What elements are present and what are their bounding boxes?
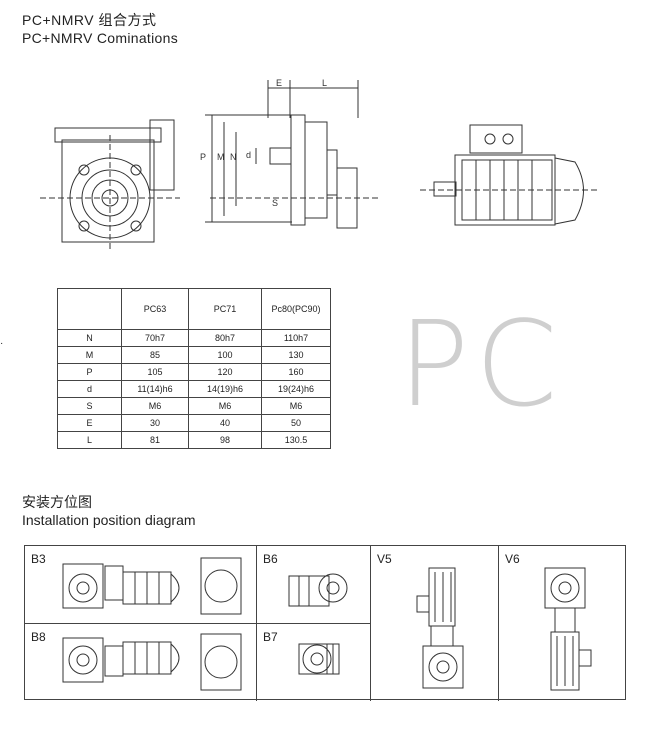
table-cell: 120 bbox=[188, 363, 262, 381]
flange-side-view bbox=[205, 80, 380, 229]
table-cell: 19(24)h6 bbox=[261, 380, 331, 398]
dim-label-m: M bbox=[217, 152, 225, 162]
installation-grid: B3 B6 bbox=[24, 545, 626, 701]
table-cell: 50 bbox=[261, 414, 331, 432]
table-cell: 81 bbox=[121, 431, 189, 449]
position-label-v6: V6 bbox=[505, 552, 520, 566]
gearmotor-v6-icon bbox=[544, 567, 592, 691]
table-cell: d bbox=[57, 380, 122, 398]
position-cell-b6: B6 bbox=[257, 546, 371, 624]
table-cell: M6 bbox=[121, 397, 189, 415]
dim-label-n: N bbox=[230, 152, 237, 162]
table-cell: 130 bbox=[261, 346, 331, 364]
table-row: N 70h7 80h7 110h7 bbox=[57, 329, 331, 347]
position-cell-v6: V6 bbox=[499, 546, 625, 701]
gearbox-front-view bbox=[40, 119, 180, 252]
position-cell-b8: B8 bbox=[25, 624, 257, 701]
installation-title-en: Installation position diagram bbox=[22, 512, 196, 528]
dim-label-d: d bbox=[246, 150, 252, 160]
position-label-b3: B3 bbox=[31, 552, 46, 566]
table-cell: P bbox=[57, 363, 122, 381]
table-header-cell: PC63 bbox=[121, 288, 189, 330]
table-row: d 11(14)h6 14(19)h6 19(24)h6 bbox=[57, 380, 331, 398]
gearmotor-b7-icon bbox=[298, 643, 340, 675]
position-cell-v5: V5 bbox=[371, 546, 499, 701]
table-header-cell: Pc80(PC90) bbox=[261, 288, 331, 330]
table-cell: 30 bbox=[121, 414, 189, 432]
table-row: S M6 M6 M6 bbox=[57, 397, 331, 415]
position-label-v5: V5 bbox=[377, 552, 392, 566]
table-row: P 105 120 160 bbox=[57, 363, 331, 381]
gearmotor-b6-icon bbox=[288, 573, 348, 607]
table-cell: M6 bbox=[261, 397, 331, 415]
table-cell: 100 bbox=[188, 346, 262, 364]
table-cell: 98 bbox=[188, 431, 262, 449]
table-header-cell bbox=[57, 288, 122, 330]
pc-watermark: PC bbox=[398, 295, 564, 433]
table-cell: 105 bbox=[121, 363, 189, 381]
installation-title-cn: 安装方位图 bbox=[22, 494, 92, 510]
dim-label-e: E bbox=[276, 78, 283, 88]
position-label-b8: B8 bbox=[31, 630, 46, 644]
margin-mark: · bbox=[0, 338, 4, 349]
table-cell: 11(14)h6 bbox=[121, 380, 189, 398]
table-cell: M6 bbox=[188, 397, 262, 415]
dim-label-p: P bbox=[200, 152, 207, 162]
position-cell-b3: B3 bbox=[25, 546, 257, 624]
table-cell: N bbox=[57, 329, 122, 347]
table-header-row: PC63 PC71 Pc80(PC90) bbox=[57, 288, 331, 330]
gearmotor-b8-icon bbox=[62, 633, 242, 691]
table-cell: L bbox=[57, 431, 122, 449]
table-cell: 80h7 bbox=[188, 329, 262, 347]
dim-label-l: L bbox=[322, 78, 328, 88]
technical-drawing bbox=[40, 80, 600, 252]
motor-side-view bbox=[420, 124, 600, 226]
spec-table: PC63 PC71 Pc80(PC90) N 70h7 80h7 110h7 M… bbox=[57, 288, 331, 449]
gearmotor-v5-icon bbox=[416, 567, 464, 689]
table-cell: 70h7 bbox=[121, 329, 189, 347]
table-cell: 130.5 bbox=[261, 431, 331, 449]
gearmotor-b3-icon bbox=[62, 557, 242, 615]
position-label-b6: B6 bbox=[263, 552, 278, 566]
table-cell: 110h7 bbox=[261, 329, 331, 347]
position-cell-b7: B7 bbox=[257, 624, 371, 701]
page-title-en: PC+NMRV Cominations bbox=[22, 30, 178, 46]
position-label-b7: B7 bbox=[263, 630, 278, 644]
table-row: M 85 100 130 bbox=[57, 346, 331, 364]
table-row: L 81 98 130.5 bbox=[57, 431, 331, 449]
table-cell: 160 bbox=[261, 363, 331, 381]
table-row: E 30 40 50 bbox=[57, 414, 331, 432]
table-cell: S bbox=[57, 397, 122, 415]
table-cell: 40 bbox=[188, 414, 262, 432]
dim-label-s: S bbox=[272, 198, 279, 208]
table-cell: E bbox=[57, 414, 122, 432]
table-cell: 85 bbox=[121, 346, 189, 364]
table-cell: M bbox=[57, 346, 122, 364]
table-cell: 14(19)h6 bbox=[188, 380, 262, 398]
page-title-cn: PC+NMRV 组合方式 bbox=[22, 12, 157, 28]
table-header-cell: PC71 bbox=[188, 288, 262, 330]
